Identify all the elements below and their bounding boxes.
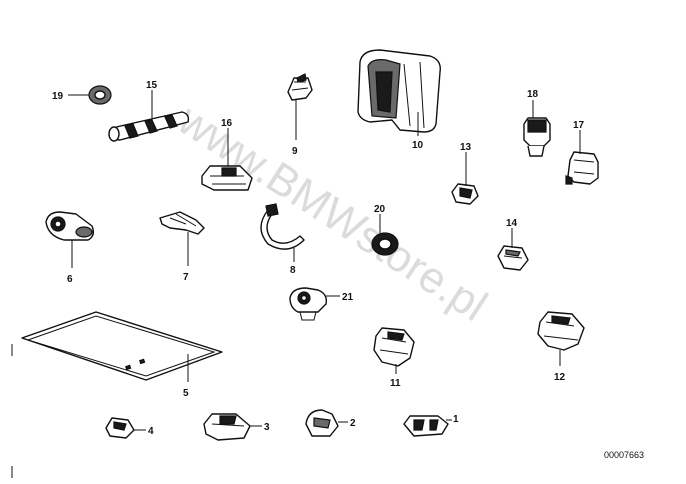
part-13-clip[interactable] [451,152,479,205]
part-10-cover[interactable] [357,49,441,136]
label-4: 4 [148,426,154,437]
label-14: 14 [506,218,518,229]
part-2-clip[interactable] [305,409,348,437]
part-21-clip[interactable] [289,287,340,321]
part-6-clip[interactable] [45,211,95,268]
part-4-clip[interactable] [105,417,146,439]
label-15: 15 [146,80,158,91]
part-7-bracket[interactable] [159,211,205,266]
part-3-clip[interactable] [203,413,262,441]
part-11-clip[interactable] [373,327,415,374]
part-18-clip[interactable] [523,100,551,157]
label-7: 7 [183,272,189,283]
part-20-grommet[interactable] [371,214,399,256]
part-9-clip[interactable] [287,73,313,140]
label-18: 18 [527,89,539,100]
label-6: 6 [67,274,73,285]
label-12: 12 [554,372,566,383]
watermark: www.BMWstore.pl [169,95,496,331]
label-21: 21 [342,292,354,303]
part-8-clamp[interactable] [260,203,305,262]
part-15-tube[interactable] [108,90,190,142]
label-20: 20 [374,204,386,215]
label-10: 10 [412,140,424,151]
part-19-grommet[interactable] [68,85,112,105]
label-13: 13 [460,142,472,153]
label-5: 5 [183,388,189,399]
label-3: 3 [264,422,270,433]
part-12-clip[interactable] [537,311,585,366]
part-5-mat[interactable] [21,311,223,382]
label-2: 2 [350,418,356,429]
label-8: 8 [290,265,296,276]
part-17-clip[interactable] [565,130,599,185]
part-14-clip[interactable] [497,228,529,271]
label-1: 1 [453,414,459,425]
label-17: 17 [573,120,585,131]
label-11: 11 [390,378,401,389]
label-19: 19 [52,91,64,102]
label-16: 16 [221,118,233,129]
reference-code: 00007663 [604,450,644,460]
part-16-holder[interactable] [201,128,253,191]
part-1-clip[interactable] [403,415,452,437]
label-9: 9 [292,146,298,157]
